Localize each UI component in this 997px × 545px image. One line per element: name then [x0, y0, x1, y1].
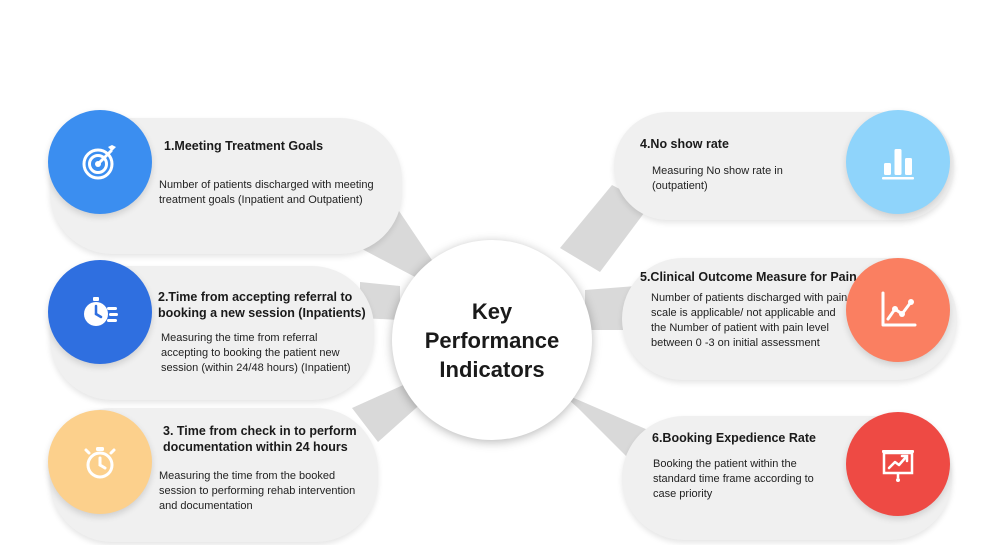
kpi-5-icon-circle: [846, 258, 950, 362]
kpi-4-icon-circle: [846, 110, 950, 214]
kpi-3-icon-circle: [48, 410, 152, 514]
hub-title: Key Performance Indicators: [412, 297, 572, 384]
kpi-1-title: 1.Meeting Treatment Goals: [164, 139, 324, 153]
kpi-1-description: Number of patients discharged with meeti…: [159, 179, 374, 206]
kpi-6-description: Booking the patient within the standard …: [653, 458, 814, 500]
target-icon: [82, 145, 116, 180]
kpi-6-title: 6.Booking Expedience Rate: [652, 431, 816, 445]
stopwatch-list-icon: [84, 297, 118, 326]
hub-title-line-2: Performance: [424, 327, 560, 353]
connector-3: [352, 382, 425, 442]
connector-4: [560, 185, 650, 272]
kpi-4-description: Measuring No show rate in (outpatient): [652, 165, 783, 192]
kpi-card-1: 1.Meeting Treatment Goals Number of pati…: [50, 118, 402, 254]
kpi-2-description: Measuring the time from referral accepti…: [161, 332, 351, 374]
kpi-5-description: Number of patients discharged with pain …: [651, 292, 848, 349]
kpi-1-icon-circle: [48, 110, 152, 214]
bar-chart-icon: [882, 149, 914, 180]
kpi-2-icon-circle: [48, 260, 152, 364]
kpi-3-description: Measuring the time from the booked sessi…: [159, 470, 356, 512]
presentation-board-icon: [882, 450, 914, 482]
stopwatch-icon: [84, 447, 116, 479]
line-graph-icon: [881, 291, 917, 327]
hub-title-line-1: Key: [471, 298, 513, 324]
connector-6: [560, 392, 648, 462]
central-hub: Key Performance Indicators: [392, 240, 592, 440]
hub-title-line-3: Indicators: [439, 356, 545, 382]
kpi-5-title: 5.Clinical Outcome Measure for Pain: [640, 270, 857, 284]
kpi-3-title: 3. Time from check in to perform documen…: [163, 424, 357, 454]
kpi-2-title: 2.Time from accepting referral to bookin…: [158, 290, 366, 320]
kpi-4-title: 4.No show rate: [640, 137, 729, 151]
kpi-6-icon-circle: [846, 412, 950, 516]
